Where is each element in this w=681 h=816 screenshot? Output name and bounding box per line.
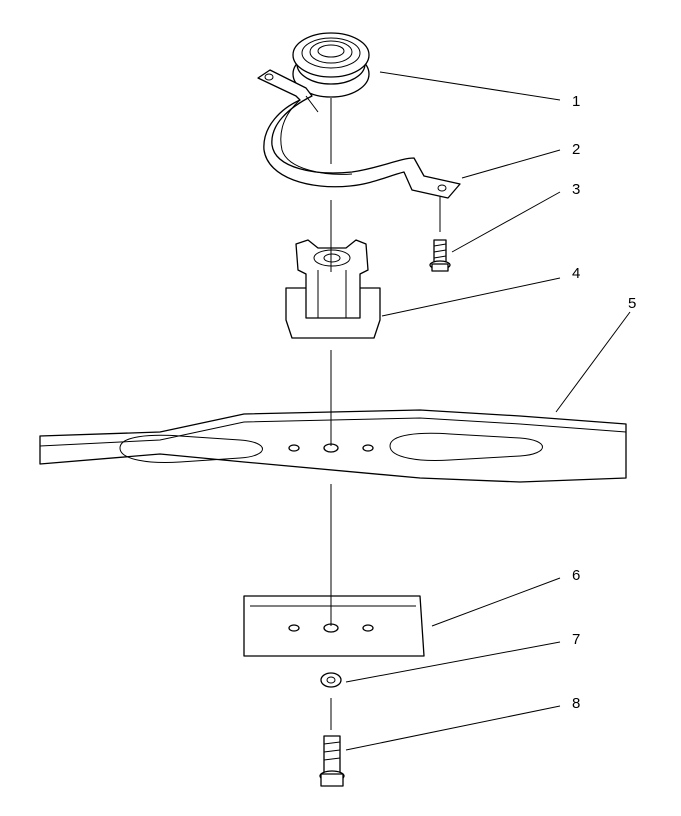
part-2-idler-arm [257,69,461,199]
part-8-bolt [319,735,345,787]
leader-5 [555,311,631,413]
callout-7: 7 [572,631,580,648]
leader-3 [451,191,561,253]
callout-labels: 1 2 3 4 5 6 7 8 [572,93,636,712]
callout-1: 1 [572,93,580,110]
part-3-screw [429,239,451,272]
part-5-blade [39,409,627,483]
leader-1 [379,71,561,101]
part-4-adapter [285,239,381,339]
callout-3: 3 [572,181,580,198]
leader-7 [345,641,561,683]
assembly-axis-lines [330,98,441,730]
part-7-washer [320,672,342,688]
callout-2: 2 [572,141,580,158]
leader-4 [381,277,561,317]
leader-lines [345,71,631,751]
callout-8: 8 [572,695,580,712]
part-6-stiffener [243,595,425,657]
leader-8 [345,705,561,751]
callout-5: 5 [628,295,636,312]
callout-6: 6 [572,567,580,584]
leader-6 [431,577,561,627]
callout-4: 4 [572,265,580,282]
part-1-pulley [292,32,370,98]
leader-2 [461,149,561,179]
